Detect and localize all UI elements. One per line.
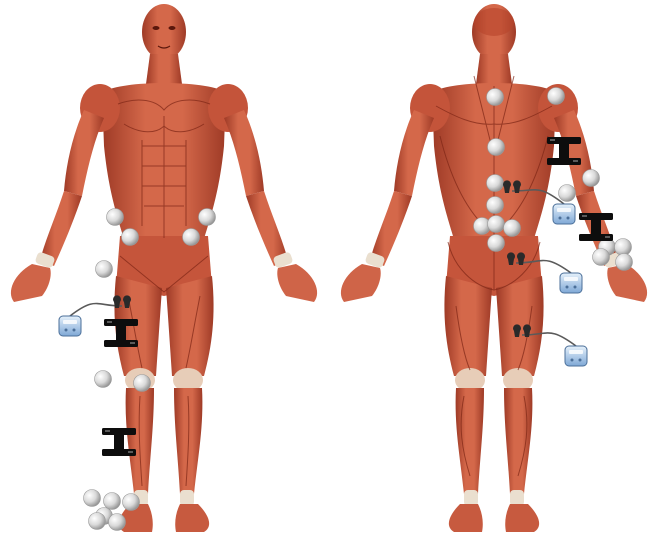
posterior-view	[341, 4, 647, 532]
reflective-marker-icon	[199, 209, 216, 226]
reflective-marker-icon	[107, 209, 124, 226]
reflective-marker-icon	[89, 513, 106, 530]
reflective-marker-icon	[615, 239, 632, 256]
reflective-marker-icon	[122, 229, 139, 246]
reflective-marker-icon	[504, 220, 521, 237]
reflective-marker-icon	[123, 494, 140, 511]
reflective-marker-icon	[96, 261, 113, 278]
reflective-marker-icon	[104, 493, 121, 510]
reflective-marker-icon	[488, 216, 505, 233]
reflective-marker-icon	[134, 375, 151, 392]
reflective-marker-icon	[559, 185, 576, 202]
reflective-marker-icon	[488, 235, 505, 252]
reflective-marker-icon	[487, 197, 504, 214]
reflective-marker-icon	[488, 139, 505, 156]
reflective-marker-icon	[593, 249, 610, 266]
reflective-marker-icon	[487, 89, 504, 106]
anterior-view	[11, 4, 317, 532]
imu-sensor-icon	[579, 213, 613, 241]
reflective-marker-icon	[183, 229, 200, 246]
reflective-marker-icon	[487, 175, 504, 192]
reflective-marker-icon	[109, 514, 126, 531]
reflective-marker-icon	[616, 254, 633, 271]
reflective-marker-icon	[84, 490, 101, 507]
head-back-detail	[474, 8, 514, 36]
reflective-marker-icon	[548, 88, 565, 105]
human-body-front-icon	[11, 4, 317, 532]
reflective-marker-icon	[95, 371, 112, 388]
reflective-marker-icon	[583, 170, 600, 187]
